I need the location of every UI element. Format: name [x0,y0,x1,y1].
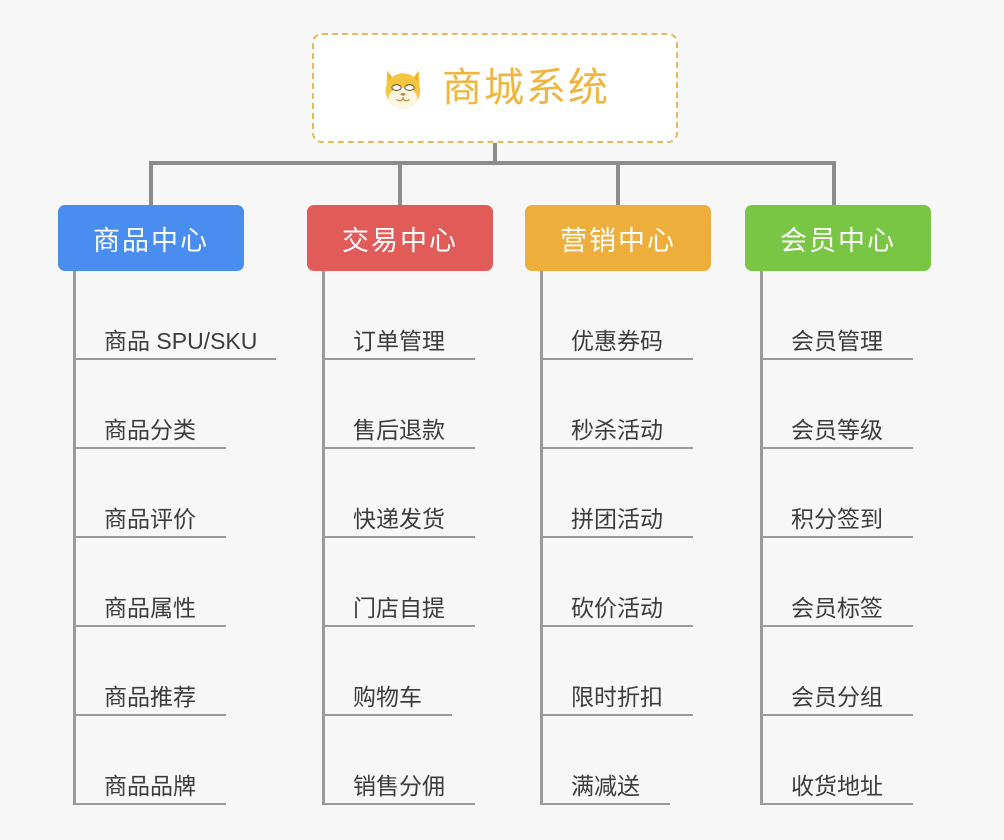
leaf-item-label: 快递发货 [353,505,445,532]
leaf-item-label: 收货地址 [791,772,883,799]
leaf-item[interactable]: 门店自提 [325,538,475,627]
leaf-item[interactable]: 会员分组 [763,627,913,716]
category-box-trade-center[interactable]: 交易中心 [307,205,493,271]
leaf-item-label: 会员分组 [791,683,883,710]
leaf-column-stem [73,271,76,805]
leaf-item-label: 销售分佣 [353,772,445,799]
leaf-item[interactable]: 收货地址 [763,716,913,805]
category-box-member-center[interactable]: 会员中心 [745,205,931,271]
leaf-item[interactable]: 商品 SPU/SKU [76,271,276,360]
leaf-column-stem [322,271,325,805]
leaf-item-label: 商品推荐 [104,683,196,710]
category-box-marketing-center[interactable]: 营销中心 [525,205,711,271]
leaf-item[interactable]: 商品品牌 [76,716,226,805]
leaf-item[interactable]: 积分签到 [763,449,913,538]
leaf-item-label: 商品 SPU/SKU [104,327,258,354]
leaf-item[interactable]: 销售分佣 [325,716,475,805]
leaf-item[interactable]: 商品评价 [76,449,226,538]
leaf-item[interactable]: 商品推荐 [76,627,226,716]
leaf-item[interactable]: 快递发货 [325,449,475,538]
leaf-item[interactable]: 会员管理 [763,271,913,360]
connector-drop-product-center [149,161,153,205]
leaf-item-label: 会员标签 [791,594,883,621]
leaf-item[interactable]: 会员等级 [763,360,913,449]
leaf-item-label: 优惠券码 [571,327,663,354]
leaf-item-label: 门店自提 [353,594,445,621]
leaf-item[interactable]: 拼团活动 [543,449,693,538]
leaf-item-label: 购物车 [353,683,422,710]
category-label: 交易中心 [342,225,458,256]
leaf-item[interactable]: 秒杀活动 [543,360,693,449]
leaf-item[interactable]: 售后退款 [325,360,475,449]
leaf-item[interactable]: 购物车 [325,627,452,716]
root-title: 商城系统 [442,66,610,110]
leaf-item[interactable]: 优惠券码 [543,271,693,360]
leaf-item-label: 砍价活动 [571,594,663,621]
leaf-item-label: 满减送 [571,772,640,799]
leaf-item[interactable]: 商品属性 [76,538,226,627]
leaf-item-label: 商品品牌 [104,772,196,799]
category-label: 营销中心 [560,225,676,256]
category-box-product-center[interactable]: 商品中心 [58,205,244,271]
leaf-item-label: 订单管理 [353,327,445,354]
leaf-item-label: 秒杀活动 [571,416,663,443]
leaf-item[interactable]: 订单管理 [325,271,475,360]
leaf-item-label: 限时折扣 [571,683,663,710]
connector-drop-marketing-center [616,161,620,205]
leaf-item-label: 售后退款 [353,416,445,443]
shiba-dog-face-icon [380,66,426,112]
root-node[interactable]: 商城系统 [312,33,678,143]
leaf-column-stem [540,271,543,805]
leaf-item-label: 商品分类 [104,416,196,443]
connector-horizontal-bus [150,161,836,165]
leaf-item-label: 拼团活动 [571,505,663,532]
leaf-item-label: 会员等级 [791,416,883,443]
leaf-item-label: 商品评价 [104,505,196,532]
category-label: 会员中心 [780,225,896,256]
leaf-item-label: 会员管理 [791,327,883,354]
connector-drop-member-center [832,161,836,205]
leaf-item[interactable]: 满减送 [543,716,670,805]
connector-root-stub [493,143,497,163]
connector-drop-trade-center [398,161,402,205]
leaf-item-label: 商品属性 [104,594,196,621]
leaf-item-label: 积分签到 [791,505,883,532]
leaf-item[interactable]: 限时折扣 [543,627,693,716]
leaf-item[interactable]: 砍价活动 [543,538,693,627]
leaf-item[interactable]: 商品分类 [76,360,226,449]
category-label: 商品中心 [93,225,209,256]
leaf-item[interactable]: 会员标签 [763,538,913,627]
leaf-column-stem [760,271,763,805]
